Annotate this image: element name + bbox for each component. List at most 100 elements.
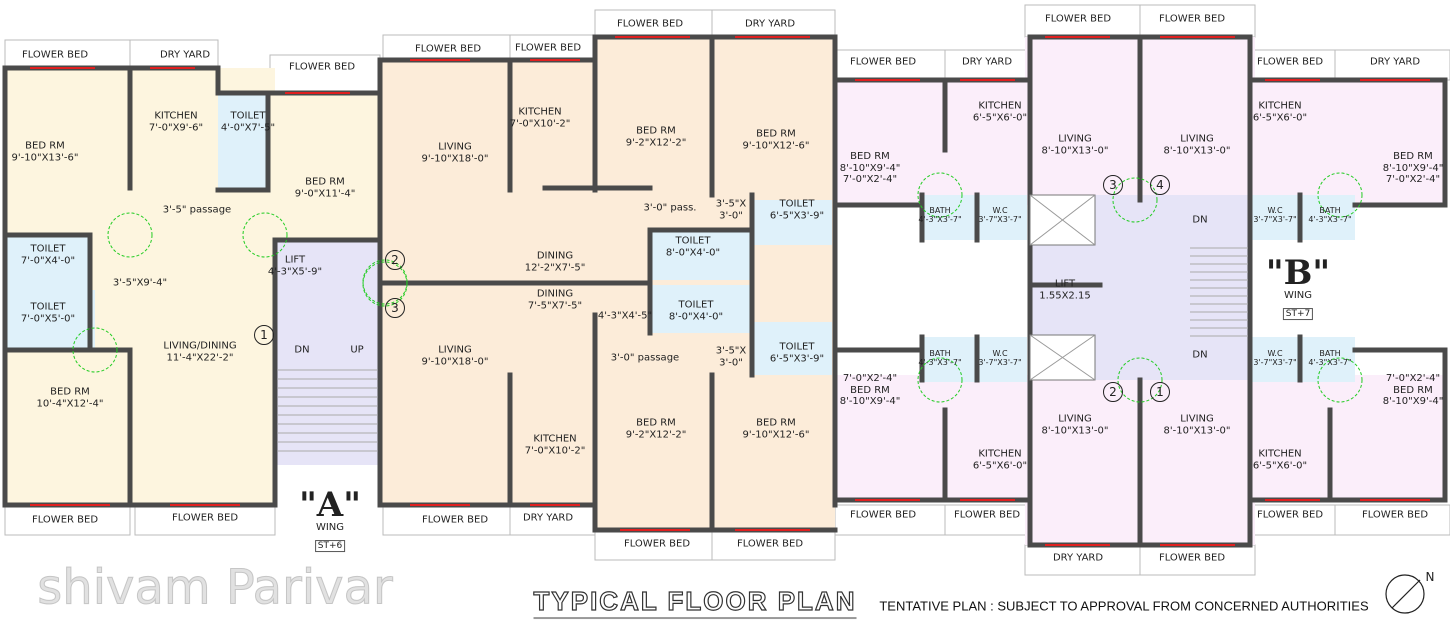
room-name: BATH — [929, 205, 951, 215]
door-swing — [917, 172, 963, 218]
room-name: LIVING — [1180, 133, 1214, 145]
outdoor-label: DRY YARD — [744, 18, 796, 30]
room-size: 11'-4"X22'-2" — [166, 352, 234, 363]
room-name: BED RM — [1393, 150, 1433, 162]
room-name: BED RM — [636, 417, 676, 429]
room-name: TOILET — [779, 198, 815, 210]
passage-label: 3'-0" pass. — [643, 202, 697, 214]
flat-number-badge: 2 — [385, 250, 405, 270]
room-floor — [977, 195, 1027, 240]
plan-title: TYPICAL FLOOR PLAN — [533, 586, 857, 619]
room-size: 4'-3"X3'-7" — [918, 215, 962, 224]
outdoor-label: DRY YARD — [961, 56, 1013, 68]
room-size: 8'-0"X4'-0" — [665, 247, 721, 258]
room-name: LIVING — [438, 141, 472, 153]
outdoor-label: DRY YARD — [159, 49, 211, 61]
room-extra-size: 7'-0"X2'-4" — [1385, 372, 1441, 384]
room-size: 8'-10"X13'-0" — [1041, 145, 1109, 156]
outdoor-label: FLOWER BED — [623, 538, 691, 550]
room-floor — [218, 93, 268, 190]
outdoor-bed-outline — [594, 529, 713, 561]
room-floor — [275, 240, 380, 465]
passage-label: 3'-0" passage — [610, 352, 680, 364]
outdoor-bed-outline — [129, 39, 219, 69]
room-name: LIVING — [1058, 413, 1092, 425]
room-name: W.C — [992, 348, 1008, 358]
room-name: LIVING — [1058, 133, 1092, 145]
room-name: W.C — [1267, 205, 1283, 215]
room-size: 3'-7"X3'-7" — [978, 215, 1022, 224]
room-name: LIVING/DINING — [163, 340, 237, 352]
room-size: 3'-7"X3'-7" — [1253, 215, 1297, 224]
room-size: 7'-0"X5'-0" — [20, 313, 76, 324]
room-size: 9'-10"X18'-0" — [421, 153, 489, 164]
outdoor-label: FLOWER BED — [31, 514, 99, 526]
room-extra-size: 7'-0"X2'-4" — [842, 372, 898, 384]
stair-direction-label: DN — [1192, 349, 1208, 361]
watermark: shivam Parivar — [37, 559, 393, 616]
flat-number-badge: 2 — [1103, 382, 1123, 402]
outdoor-label: FLOWER BED — [849, 509, 917, 521]
room-name: BATH — [929, 348, 951, 358]
room-floor — [922, 195, 977, 240]
north-arrow-icon — [1385, 574, 1425, 614]
duct-cross — [1029, 194, 1096, 246]
outdoor-label: DRY YARD — [1052, 552, 1104, 564]
room-floor — [1300, 337, 1355, 382]
room-name: BED RM — [25, 140, 65, 152]
flat-number-badge: 1 — [1150, 382, 1170, 402]
room-size: 8'-0"X4'-0" — [668, 311, 724, 322]
wing-b-label: "B" WING ST+7 — [1266, 256, 1330, 320]
outdoor-bed-outline — [134, 504, 276, 536]
room-floor — [1300, 195, 1355, 240]
outdoor-label: FLOWER BED — [414, 43, 482, 55]
room-size: 6'-5"X3'-9" — [769, 353, 825, 364]
outdoor-label: FLOWER BED — [616, 18, 684, 30]
duct-cross — [1029, 334, 1096, 381]
room-size: 6'-5"X6'-0" — [972, 460, 1028, 471]
wing-b-letter: "B" — [1265, 253, 1331, 294]
disclaimer: TENTATIVE PLAN : SUBJECT TO APPROVAL FRO… — [879, 598, 1369, 614]
room-name: BED RM — [636, 125, 676, 137]
outdoor-label: FLOWER BED — [1044, 13, 1112, 25]
door-swing — [1117, 357, 1163, 403]
room-name: KITCHEN — [1258, 448, 1302, 460]
outdoor-label: FLOWER BED — [736, 538, 804, 550]
door-swing — [107, 212, 153, 258]
outdoor-bed-outline — [944, 504, 1031, 536]
room-name: BED RM — [1393, 384, 1433, 396]
room-size: 6'-5"X6'-0" — [1252, 112, 1308, 123]
room-name: BED RM — [756, 128, 796, 140]
room-name: DINING — [536, 250, 574, 262]
outdoor-bed-outline — [594, 9, 713, 38]
room-size: 1.55X2.15 — [1039, 290, 1091, 301]
room-name: BED RM — [756, 417, 796, 429]
room-size: 9'-10"X13'-6" — [11, 152, 79, 163]
room-size: 4'-3"X3'-7" — [1308, 358, 1352, 367]
outdoor-label: FLOWER BED — [1256, 509, 1324, 521]
room-floor — [1250, 337, 1300, 382]
stair-direction-label: DN — [294, 344, 310, 356]
room-floor — [835, 80, 1030, 205]
room-size: 8'-10"X13'-0" — [1163, 425, 1231, 436]
flat-number-badge: 3 — [1103, 175, 1123, 195]
room-name: TOILET — [675, 235, 711, 247]
room-name: W.C — [1267, 348, 1283, 358]
